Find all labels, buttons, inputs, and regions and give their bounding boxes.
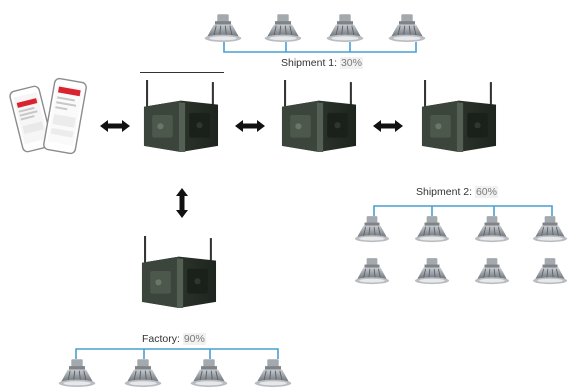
lamp-icon: [200, 12, 246, 44]
shipment-1-caption: Shipment 1: 30%: [281, 57, 363, 69]
lamp-icon: [350, 214, 394, 244]
smartphone-icon: [9, 85, 53, 153]
shipment-2-caption: Shipment 2: 60%: [416, 186, 498, 198]
lamp-icon: [250, 357, 296, 389]
factory-percent: 90%: [182, 333, 206, 345]
lamp-icon: [54, 357, 100, 389]
factory-connector: [75, 348, 279, 359]
lamp-icon: [120, 357, 166, 389]
lamp-icon: [470, 256, 514, 286]
shipment-1-connector: [223, 42, 417, 53]
lamp-icon: [350, 256, 394, 286]
gateway-device-icon: [416, 80, 502, 152]
gateway-device-icon: [276, 80, 362, 152]
vertical-double-arrow-icon: [176, 188, 188, 218]
double-arrow-icon: [370, 120, 406, 132]
double-arrow-icon: [232, 120, 268, 132]
lamp-icon: [322, 12, 368, 44]
factory-label: Factory:: [142, 333, 183, 345]
lamp-icon: [186, 357, 232, 389]
double-arrow-icon: [100, 120, 130, 132]
gateway-device-icon: [138, 80, 224, 152]
lamp-icon: [410, 256, 454, 286]
lamp-icon: [410, 214, 454, 244]
lamp-icon: [384, 12, 430, 44]
divider-line: [140, 72, 224, 73]
smartphone-icon: [43, 77, 87, 155]
lamp-icon: [260, 12, 306, 44]
lamp-icon: [528, 256, 572, 286]
shipment-2-connector: [373, 205, 553, 216]
lamp-icon: [528, 214, 572, 244]
factory-caption: Factory: 90%: [142, 333, 206, 345]
shipment-2-label: Shipment 2:: [416, 186, 475, 198]
shipment-1-label: Shipment 1:: [281, 57, 340, 69]
shipment-2-percent: 60%: [474, 186, 498, 198]
lamp-icon: [470, 214, 514, 244]
gateway-device-icon: [136, 236, 222, 308]
shipment-1-percent: 30%: [339, 57, 363, 69]
